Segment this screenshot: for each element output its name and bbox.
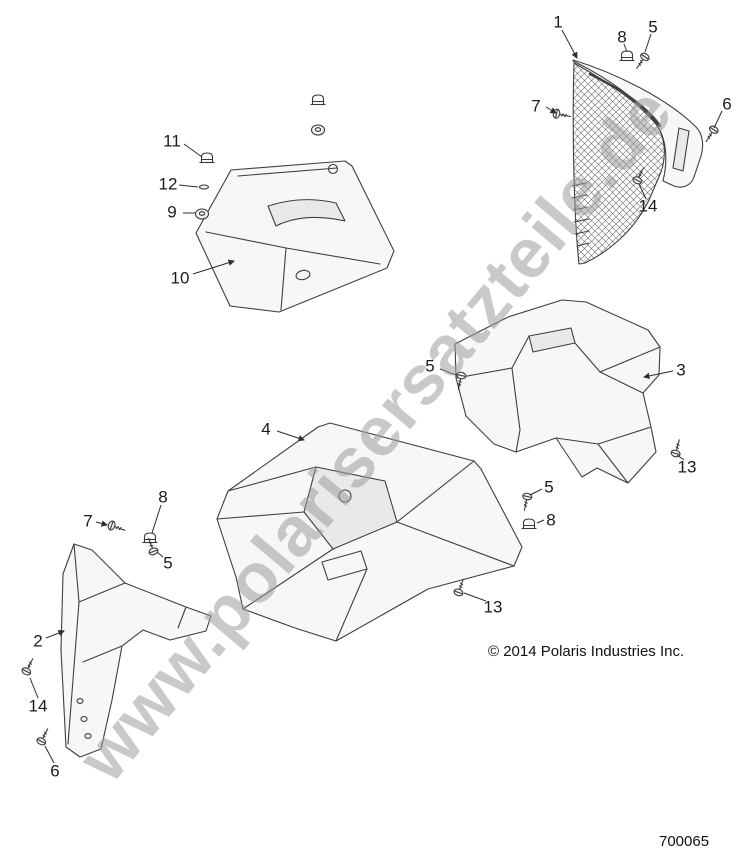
clip-icon xyxy=(520,518,538,530)
callout-label: 7 xyxy=(531,96,541,116)
leader-line xyxy=(192,259,235,275)
leader-line xyxy=(29,677,39,699)
grommet-icon xyxy=(194,208,210,220)
copyright-text: © 2014 Polaris Industries Inc. xyxy=(488,643,685,660)
leader-line xyxy=(676,454,685,461)
clip-icon xyxy=(309,94,327,106)
leader-line xyxy=(536,519,545,524)
callout-label: 5 xyxy=(648,17,658,37)
leader-line xyxy=(183,143,203,158)
leader-line xyxy=(638,183,647,200)
screw-icon xyxy=(20,655,38,677)
diagram-number: 700065 xyxy=(659,833,710,850)
callout-label: 2 xyxy=(33,631,43,651)
screw-icon xyxy=(106,519,128,536)
part-side-panel xyxy=(60,543,212,758)
leader-line xyxy=(545,106,557,114)
callout-label: 13 xyxy=(677,457,697,477)
leader-line xyxy=(45,629,65,639)
leader-line xyxy=(463,592,487,602)
leader-line xyxy=(529,488,543,496)
screw-icon xyxy=(35,725,53,747)
callout-label: 14 xyxy=(28,696,48,716)
leader-line xyxy=(644,33,652,53)
screw-icon xyxy=(669,437,685,459)
callout-label: 12 xyxy=(158,174,178,194)
washer-icon xyxy=(198,184,210,190)
callout-label: 5 xyxy=(425,356,435,376)
part-rear-panel xyxy=(454,299,661,484)
callout-label: 4 xyxy=(261,419,271,439)
clip-icon xyxy=(618,50,636,62)
callout-label: 10 xyxy=(170,268,190,288)
leader-line xyxy=(44,745,55,764)
callout-label: 8 xyxy=(158,487,168,507)
screw-icon xyxy=(551,107,573,122)
leader-line xyxy=(156,551,164,558)
leader-line xyxy=(95,520,108,527)
callout-label: 9 xyxy=(167,202,177,222)
leader-line xyxy=(561,29,578,59)
part-front-fascia xyxy=(571,59,704,265)
callout-label: 6 xyxy=(722,94,732,114)
leader-line xyxy=(643,370,674,380)
screw-icon xyxy=(632,50,652,72)
screw-icon xyxy=(519,491,534,513)
clip-icon xyxy=(198,152,216,164)
leader-line xyxy=(623,43,628,53)
leader-line xyxy=(151,504,162,534)
callout-label: 5 xyxy=(544,477,554,497)
callout-label: 5 xyxy=(163,553,173,573)
leader-line xyxy=(439,368,457,376)
callout-label: 7 xyxy=(83,511,93,531)
callout-label: 14 xyxy=(638,196,658,216)
callout-label: 8 xyxy=(617,27,627,47)
part-main-hood-assembly xyxy=(216,422,523,642)
leader-line xyxy=(178,184,199,188)
callout-label: 11 xyxy=(163,131,181,151)
callout-label: 3 xyxy=(676,360,686,380)
screw-icon xyxy=(701,124,720,145)
leader-lines xyxy=(29,29,723,764)
leader-line xyxy=(276,430,305,442)
grommet-icon xyxy=(310,124,326,136)
part-hood xyxy=(195,160,395,313)
callout-label: 6 xyxy=(50,761,60,781)
callout-label: 13 xyxy=(483,597,503,617)
callout-label: 1 xyxy=(553,12,563,32)
leader-line xyxy=(713,110,723,129)
callout-label: 8 xyxy=(546,510,556,530)
